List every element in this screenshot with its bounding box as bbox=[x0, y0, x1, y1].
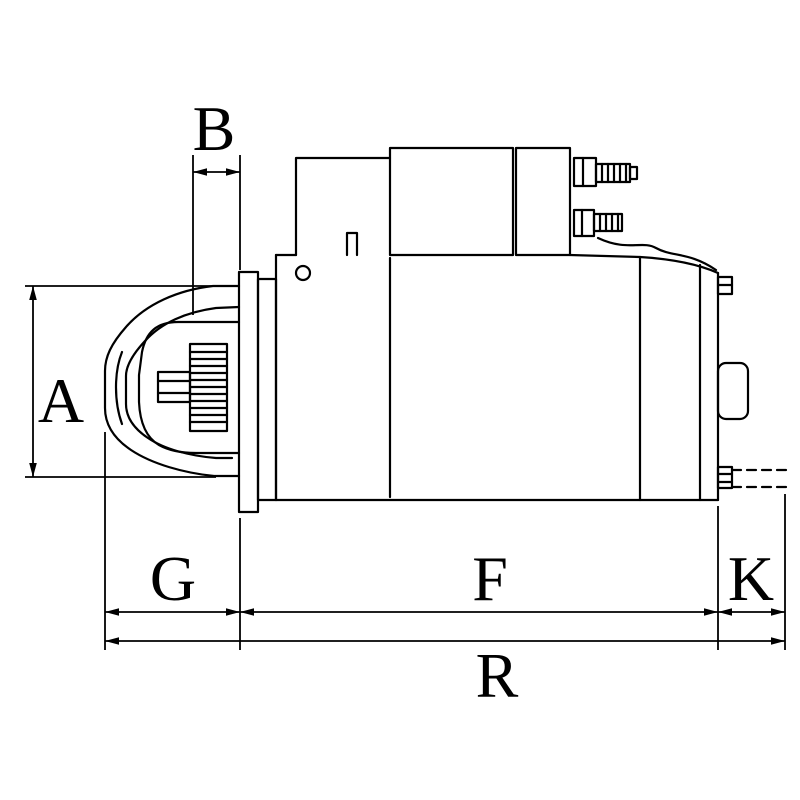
drive-end-housing bbox=[103, 284, 241, 478]
dimension-label-a: A bbox=[38, 365, 84, 436]
solenoid-main-housing bbox=[388, 146, 515, 257]
dimension-annotations: B A G F bbox=[25, 93, 786, 711]
dimension-f: F bbox=[240, 543, 718, 616]
dimension-label-b: B bbox=[193, 93, 236, 164]
solenoid bbox=[388, 146, 572, 257]
dimension-g: G bbox=[105, 543, 240, 616]
dimension-label-r: R bbox=[476, 640, 519, 711]
motor-body bbox=[274, 156, 720, 502]
lower-terminal bbox=[572, 208, 624, 238]
dimension-a: A bbox=[25, 285, 216, 478]
hidden-center-lines bbox=[730, 468, 790, 489]
body-hole bbox=[294, 264, 312, 282]
body-top-bracket bbox=[294, 156, 392, 257]
housing-inner-contour bbox=[124, 305, 241, 460]
dimension-label-f: F bbox=[472, 543, 508, 614]
dimension-k: K bbox=[718, 543, 785, 616]
terminal-studs bbox=[572, 156, 718, 272]
solenoid-cap bbox=[514, 146, 572, 257]
housing-nose-curve bbox=[114, 350, 124, 426]
body-top-right-edge bbox=[568, 253, 720, 275]
end-cap bbox=[638, 255, 790, 502]
starter-motor-drawing bbox=[103, 146, 790, 514]
dimension-label-g: G bbox=[150, 543, 196, 614]
mounting-flange bbox=[237, 270, 278, 514]
bottom-bolt bbox=[716, 465, 734, 490]
dimension-b: B bbox=[192, 93, 241, 315]
pinion-gear bbox=[188, 342, 229, 433]
housing-window bbox=[137, 320, 241, 455]
bracket-slot bbox=[345, 231, 359, 257]
bottom-extension-lines bbox=[104, 432, 786, 650]
rear-boss bbox=[716, 361, 750, 421]
dimension-r: R bbox=[105, 637, 785, 711]
armature-shaft bbox=[156, 370, 192, 404]
top-bolt bbox=[716, 275, 734, 296]
upper-terminal bbox=[572, 156, 639, 188]
housing-outer-contour bbox=[103, 284, 241, 478]
terminal-wire-curve bbox=[596, 236, 718, 272]
dimension-label-k: K bbox=[728, 543, 774, 614]
gear-teeth bbox=[188, 350, 229, 424]
